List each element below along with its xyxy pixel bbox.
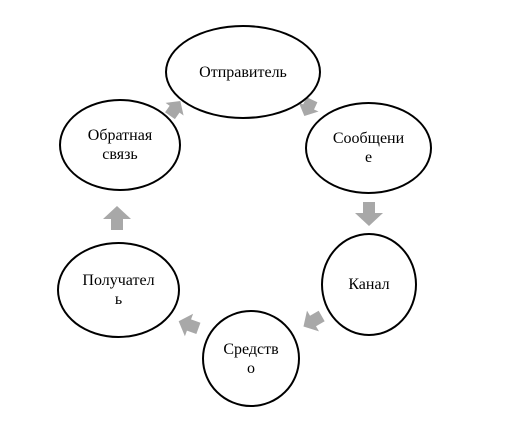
node-sender-label: Отправитель	[199, 63, 287, 81]
arrow-receiver-to-feedback	[103, 206, 131, 230]
arrow-sender-to-message	[298, 97, 319, 116]
node-receiver: Получател ь	[57, 242, 180, 338]
node-feedback: Обратная связь	[59, 99, 181, 191]
node-message-label: Сообщени е	[332, 130, 405, 166]
node-channel-label: Канал	[348, 276, 390, 293]
arrow-feedback-to-sender	[165, 100, 184, 120]
node-feedback-label: Обратная связь	[87, 127, 153, 163]
node-sender: Отправитель	[165, 25, 321, 119]
node-message: Сообщени е	[305, 102, 432, 194]
arrow-channel-to-medium	[303, 310, 325, 332]
node-medium: Средств о	[202, 310, 300, 407]
arrow-message-to-channel	[355, 202, 383, 226]
node-receiver-label: Получател ь	[82, 272, 155, 308]
node-medium-label: Средств о	[223, 340, 279, 377]
node-channel: Канал	[321, 233, 417, 336]
arrow-medium-to-receiver	[178, 313, 201, 337]
